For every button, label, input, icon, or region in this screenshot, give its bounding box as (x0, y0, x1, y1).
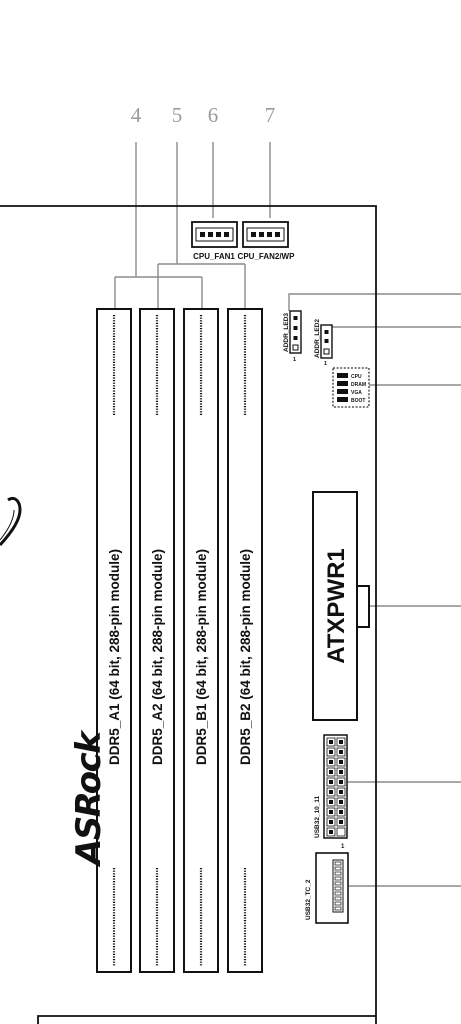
usb32-tc2-header (315, 852, 349, 924)
dimm-slots: DDR5_A1 (64 bit, 288-pin module) DDR5_A2 … (96, 308, 263, 973)
led-vga-label: VGA (351, 390, 362, 396)
dimm-slot-2: DDR5_A2 (64 bit, 288-pin module) (139, 308, 175, 973)
leader-line-addr-led3 (288, 293, 461, 311)
dimm-slot-4: DDR5_B2 (64 bit, 288-pin module) (227, 308, 263, 973)
atxpwr1-label: ATXPWR1 (323, 548, 350, 664)
addr-led2-pin1: 1 (324, 361, 327, 367)
addr-led2-label: ADDR_LED2 (314, 319, 321, 358)
callout-4: 4 (131, 103, 142, 127)
addr-led3-header (289, 310, 302, 354)
svg-text:ASRock: ASRock (69, 729, 109, 868)
callout-7: 7 (265, 103, 276, 127)
led-cpu-icon (337, 373, 348, 378)
dimm-slot-label: DDR5_A2 (64 bit, 288-pin module) (150, 549, 165, 765)
cpu-fan2-header (242, 221, 289, 248)
led-dram-label: DRAM (351, 382, 366, 388)
callout-6: 6 (208, 103, 219, 127)
usb32-10-11-pin1: 1 (341, 844, 345, 850)
usb32-10-11-header (323, 734, 348, 839)
addr-led2-header (320, 324, 333, 359)
addr-led3-pin1: 1 (293, 357, 296, 363)
cpu-fan1-header (191, 221, 238, 248)
led-dram-icon (337, 381, 348, 386)
leader-line-addr-led2 (320, 326, 461, 342)
board-outline (0, 205, 377, 1024)
led-cpu-label: CPU (351, 374, 362, 380)
asrock-logo: ASRock (69, 729, 109, 868)
dimm-slot-3: DDR5_B1 (64 bit, 288-pin module) (183, 308, 219, 973)
led-vga-icon (337, 389, 348, 394)
cpu-fan2-label: CPU_FAN2/WP (238, 252, 296, 261)
cpu-fan1-label: CPU_FAN1 (193, 252, 235, 261)
dimm-slot-1: DDR5_A1 (64 bit, 288-pin module) (96, 308, 132, 973)
dimm-slot-label: DDR5_B1 (64 bit, 288-pin module) (194, 549, 209, 765)
usb32-tc2-label: USB32_TC_2 (305, 879, 312, 920)
led-boot-label: BOOT (351, 398, 365, 404)
atxpwr1-connector (312, 491, 370, 721)
leader-line-5 (157, 142, 246, 309)
debug-led-panel (332, 367, 370, 408)
dimm-slot-label: DDR5_A1 (64 bit, 288-pin module) (107, 549, 122, 765)
addr-led3-label: ADDR_LED3 (283, 313, 290, 352)
usb32-10-11-label: USB32_10_11 (314, 795, 321, 838)
callout-5: 5 (172, 103, 183, 127)
dimm-slot-label: DDR5_B2 (64 bit, 288-pin module) (238, 549, 253, 765)
led-boot-icon (337, 397, 348, 402)
